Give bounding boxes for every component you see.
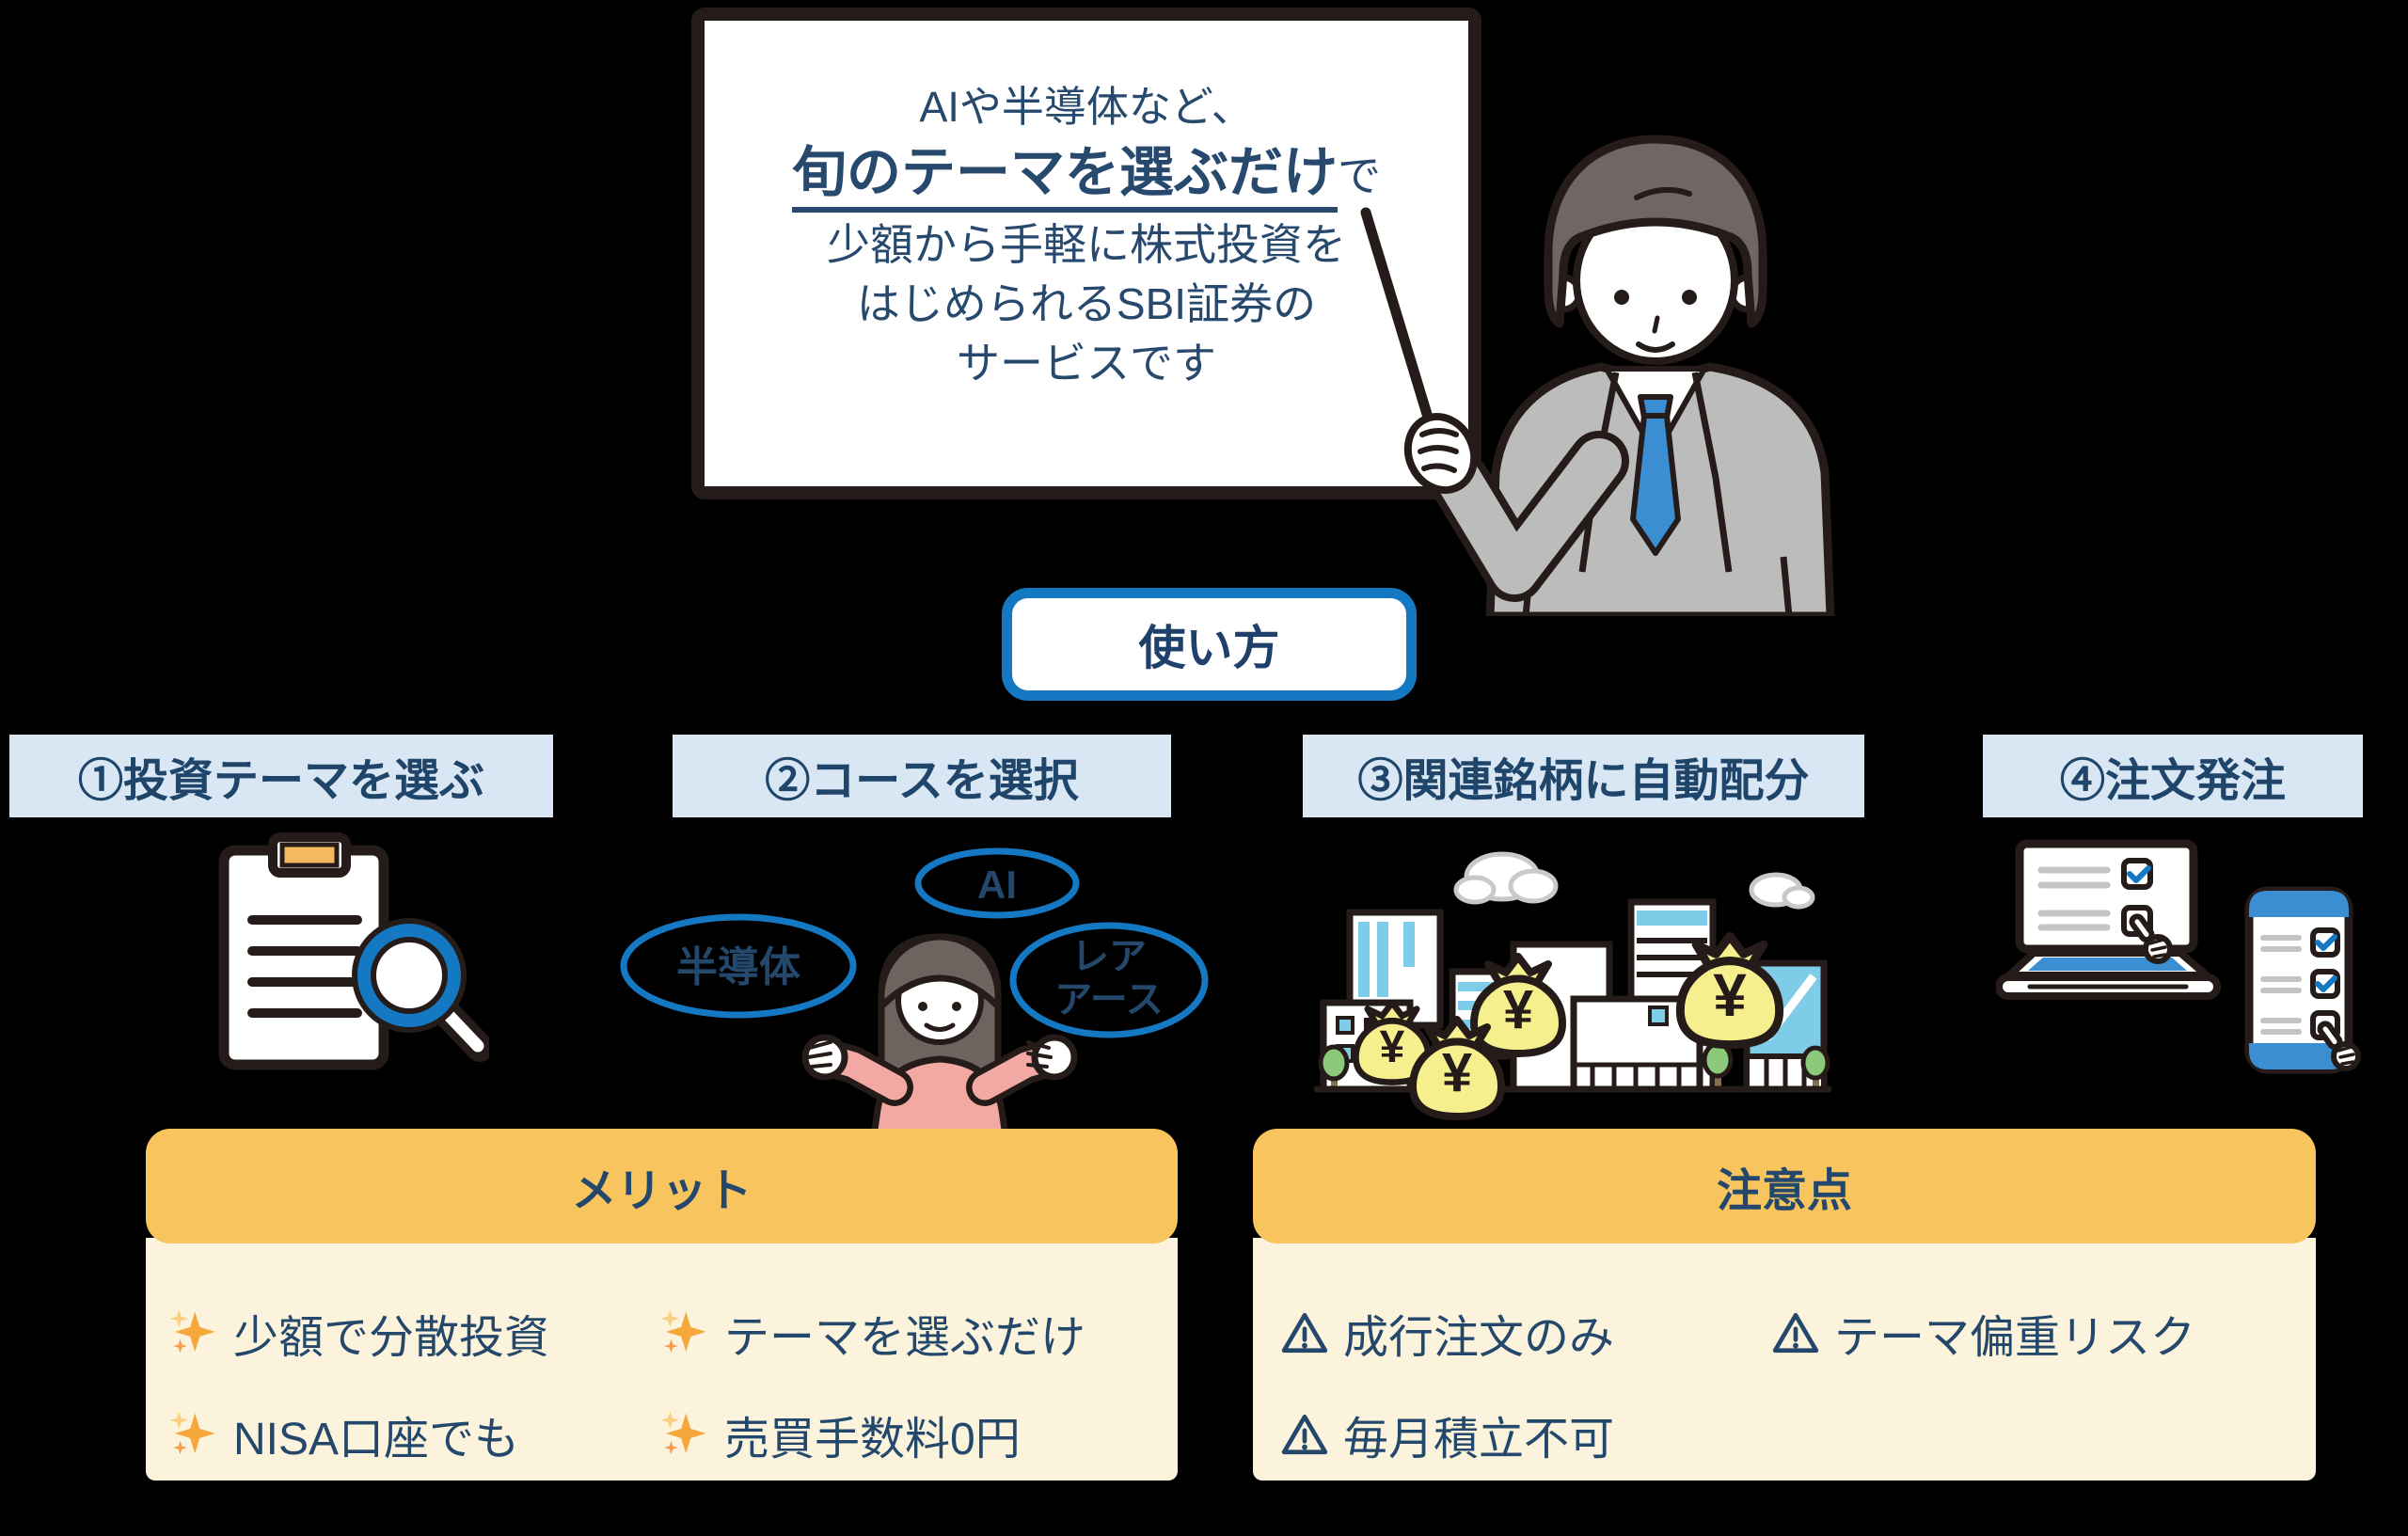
woman-eye-right [952, 1002, 961, 1011]
whiteboard-highlight: 旬のテーマを選ぶだけ [791, 142, 1338, 213]
theme-bubble-top [914, 847, 1080, 919]
sparkle-icon [169, 1309, 215, 1354]
woman-eye-left [918, 1002, 927, 1011]
cloud [1453, 851, 1559, 905]
smartphone-icon [2244, 886, 2358, 1074]
yen-symbol: ¥ [1503, 979, 1533, 1040]
eye-right [1682, 290, 1697, 305]
check-mark-icon [2127, 865, 2151, 883]
caution-item: 成行注文のみ [1281, 1300, 1614, 1366]
step3-header: ③関連銘柄に自動配分 [1303, 735, 1864, 817]
course-select-illustration: 半導体 AI レア アース [620, 847, 1209, 1136]
arm [1437, 438, 1622, 594]
whiteboard-line2: 旬のテーマを選ぶだけで [705, 136, 1468, 215]
merit-title: メリット [571, 1166, 752, 1216]
city-money-allocation-illustration: ¥ ¥ ¥ ¥ [1313, 851, 1832, 1129]
usage-button: 使い方 [1002, 588, 1417, 701]
merit-item-label: 少額で分散投資 [233, 1313, 550, 1363]
merit-item: テーマを選ぶだけ [658, 1300, 1085, 1366]
lapel-right [1691, 372, 1733, 573]
check-mark-icon [2315, 934, 2337, 951]
whiteboard-line3: 少額から手軽に株式投資を [827, 220, 1346, 269]
step2-header: ②コースを選択 [673, 735, 1171, 817]
whiteboard-line4: はじめられるSBI証券の [856, 279, 1317, 328]
woman-smile [924, 1022, 956, 1032]
sparkle-icon [660, 1309, 706, 1354]
sparkle-icon [169, 1411, 215, 1455]
merit-item-label: テーマを選ぶだけ [724, 1313, 1086, 1363]
step1-header: ①投資テーマを選ぶ [9, 735, 553, 817]
theme-bubble-left [620, 913, 857, 1019]
check-mark-icon [2315, 975, 2337, 992]
fist-fingers [1418, 428, 1459, 473]
merit-panel-header: メリット [146, 1129, 1178, 1243]
yen-symbol: ¥ [1713, 961, 1747, 1029]
order-devices-illustration [1996, 839, 2400, 1074]
woman-bangs [878, 933, 1002, 1010]
caution-title: 注意点 [1716, 1166, 1852, 1216]
caution-item: 毎月積立不可 [1281, 1401, 1614, 1467]
usage-button-label: 使い方 [1138, 622, 1280, 674]
woman-hand-right-fingers [1026, 1040, 1053, 1069]
yen-symbol: ¥ [1380, 1022, 1405, 1072]
laptop-icon [1996, 839, 2221, 1000]
theme-label-rare-line2: アース [1054, 979, 1164, 1021]
warning-icon [1281, 1414, 1328, 1455]
tie [1630, 413, 1681, 556]
nose [1652, 315, 1660, 334]
sparkle-icon [660, 1411, 706, 1455]
clipboard-clip-inner [279, 842, 340, 868]
cloud-small [1749, 872, 1815, 910]
woman-hand-left-fingers [806, 1040, 832, 1069]
warning-icon [1281, 1312, 1328, 1354]
magnifier-icon [352, 918, 489, 1062]
whiteboard-highlight-suffix: で [1338, 151, 1381, 200]
presenter-man-illustration [1360, 135, 1835, 616]
caution-item-label: 成行注文のみ [1343, 1313, 1615, 1363]
theme-label-rare-line1: レア [1071, 936, 1147, 977]
theme-bubble-right [1009, 922, 1209, 1038]
merit-item: 少額で分散投資 [167, 1300, 549, 1366]
checkbox-checked [2121, 858, 2153, 890]
eye-left [1614, 290, 1629, 305]
merit-item-label: NISA口座でも [233, 1415, 520, 1465]
caution-panel-body [1253, 1238, 2316, 1481]
warning-icon [1772, 1312, 1819, 1354]
hair-part-line [1634, 186, 1692, 200]
pointer-stick-icon [1360, 207, 1441, 448]
sleeve-seam-right [1780, 556, 1793, 616]
hair [1544, 135, 1767, 328]
whiteboard: AIや半導体など、 旬のテーマを選ぶだけで 少額から手軽に株式投資を はじめられ… [691, 8, 1481, 499]
merit-item: 売買手数料0円 [658, 1401, 1021, 1467]
whiteboard-line1: AIや半導体など、 [919, 83, 1254, 131]
step4-header: ④注文発注 [1983, 735, 2363, 817]
mouth [1636, 341, 1675, 353]
merit-panel-body [146, 1238, 1178, 1481]
merit-item: NISA口座でも [167, 1401, 519, 1467]
yen-symbol: ¥ [1442, 1042, 1472, 1103]
caution-panel-header: 注意点 [1253, 1129, 2316, 1243]
caution-item-label: 毎月積立不可 [1343, 1415, 1615, 1465]
caution-item: テーマ偏重リスク [1772, 1300, 2195, 1366]
theme-label-ai: AI [977, 863, 1017, 907]
clipboard-text-lines [247, 915, 362, 1018]
merit-item-label: 売買手数料0円 [724, 1415, 1021, 1465]
whiteboard-line5: サービスです [957, 339, 1216, 388]
theme-label-semiconductor: 半導体 [676, 944, 800, 990]
clipboard-search-illustration [218, 832, 489, 1070]
caution-item-label: テーマ偏重リスク [1834, 1313, 2196, 1363]
